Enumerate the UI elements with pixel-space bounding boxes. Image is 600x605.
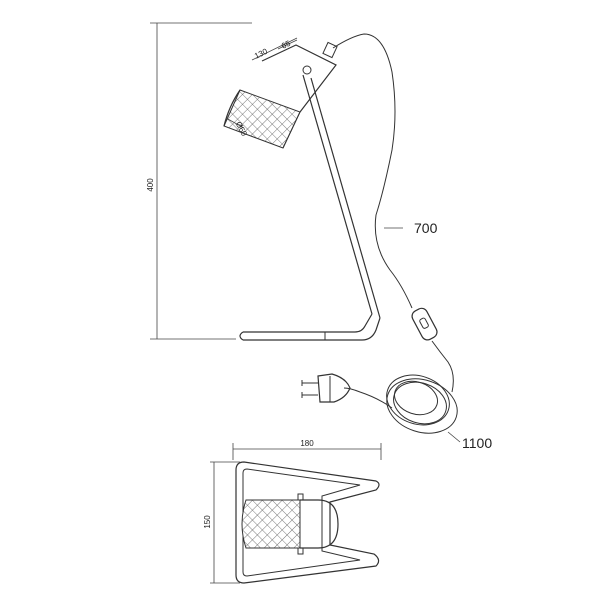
shade-mesh <box>223 89 301 149</box>
shade-cap-joint <box>282 111 301 149</box>
width-label: 180 <box>300 439 314 448</box>
switch-icon <box>411 307 438 341</box>
plug-icon <box>301 373 351 403</box>
shade-cap <box>261 44 337 113</box>
cable-length-label: 700 <box>414 220 438 236</box>
cable-coil-1 <box>386 374 450 426</box>
height-label: 400 <box>146 178 155 192</box>
cable-coil-4 <box>386 378 458 434</box>
cable-inlet <box>322 41 338 59</box>
top-shade-cap <box>300 499 339 549</box>
cord-leader <box>447 431 461 443</box>
base-bottom-edge <box>243 317 381 341</box>
top-cable-inlet-lower <box>297 547 304 555</box>
shade-cap-label: 65 <box>280 39 292 51</box>
cord-length-label: 1100 <box>462 435 492 451</box>
cable-to-plug <box>343 387 393 409</box>
base-frame-outer <box>235 461 380 584</box>
cable-coil-3 <box>394 380 438 416</box>
power-cable: 700 1100 <box>301 33 492 451</box>
top-view: 180 150 <box>203 439 382 584</box>
lamp-stand <box>239 74 381 341</box>
base-top-edge <box>243 313 373 333</box>
shade-cap-line <box>277 39 298 50</box>
base-frame-inner <box>242 468 361 577</box>
top-cable-inlet <box>297 493 304 501</box>
shade-pivot <box>302 65 312 75</box>
upright-back <box>310 77 381 319</box>
cable-upper <box>332 33 413 309</box>
upright-front <box>302 74 373 315</box>
shade-rim <box>223 89 241 127</box>
depth-label: 150 <box>203 515 212 529</box>
base-end-cap <box>239 331 244 341</box>
lamp-shade: 130 65 Ø60 <box>223 37 338 149</box>
top-shade-mesh <box>241 499 301 549</box>
cable-lower <box>431 340 454 393</box>
shade-diameter-line <box>225 117 245 129</box>
shade-length-line <box>251 37 298 61</box>
height-dimension: 400 <box>146 22 252 340</box>
